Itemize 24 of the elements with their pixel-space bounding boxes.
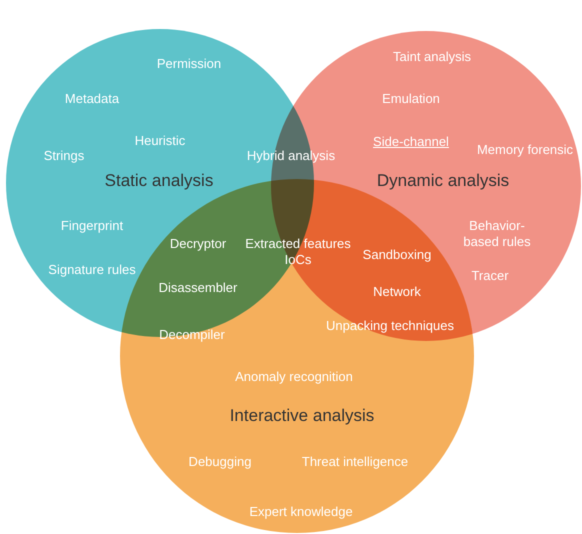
category-label: Threat intelligence [302,454,408,470]
category-label: Behavior-based rules [462,218,532,250]
category-label: Disassembler [158,280,238,296]
category-label: Emulation [382,91,440,107]
category-label: Unpacking techniques [326,318,454,334]
category-label: Fingerprint [60,218,124,234]
category-label: Decryptor [170,236,226,252]
category-label: Memory forensic [476,142,574,158]
category-label: Tracer [471,268,509,284]
category-label: Debugging [188,454,252,470]
circle-heading: Interactive analysis [230,406,374,426]
category-label: Metadata [64,91,120,107]
category-label: Heuristic [134,133,186,149]
category-label: Signature rules [48,262,136,278]
category-label: Anomaly recognition [235,369,353,385]
circle-heading: Static analysis [104,171,214,191]
category-label: Strings [44,148,84,164]
category-label: Side-channel [373,134,449,150]
category-label: Permission [156,56,222,72]
category-label: Sandboxing [362,247,432,263]
category-label: Taint analysis [392,49,472,65]
category-label: Expert knowledge [249,504,353,520]
circle-heading: Dynamic analysis [376,171,510,191]
category-label: Network [373,284,421,300]
